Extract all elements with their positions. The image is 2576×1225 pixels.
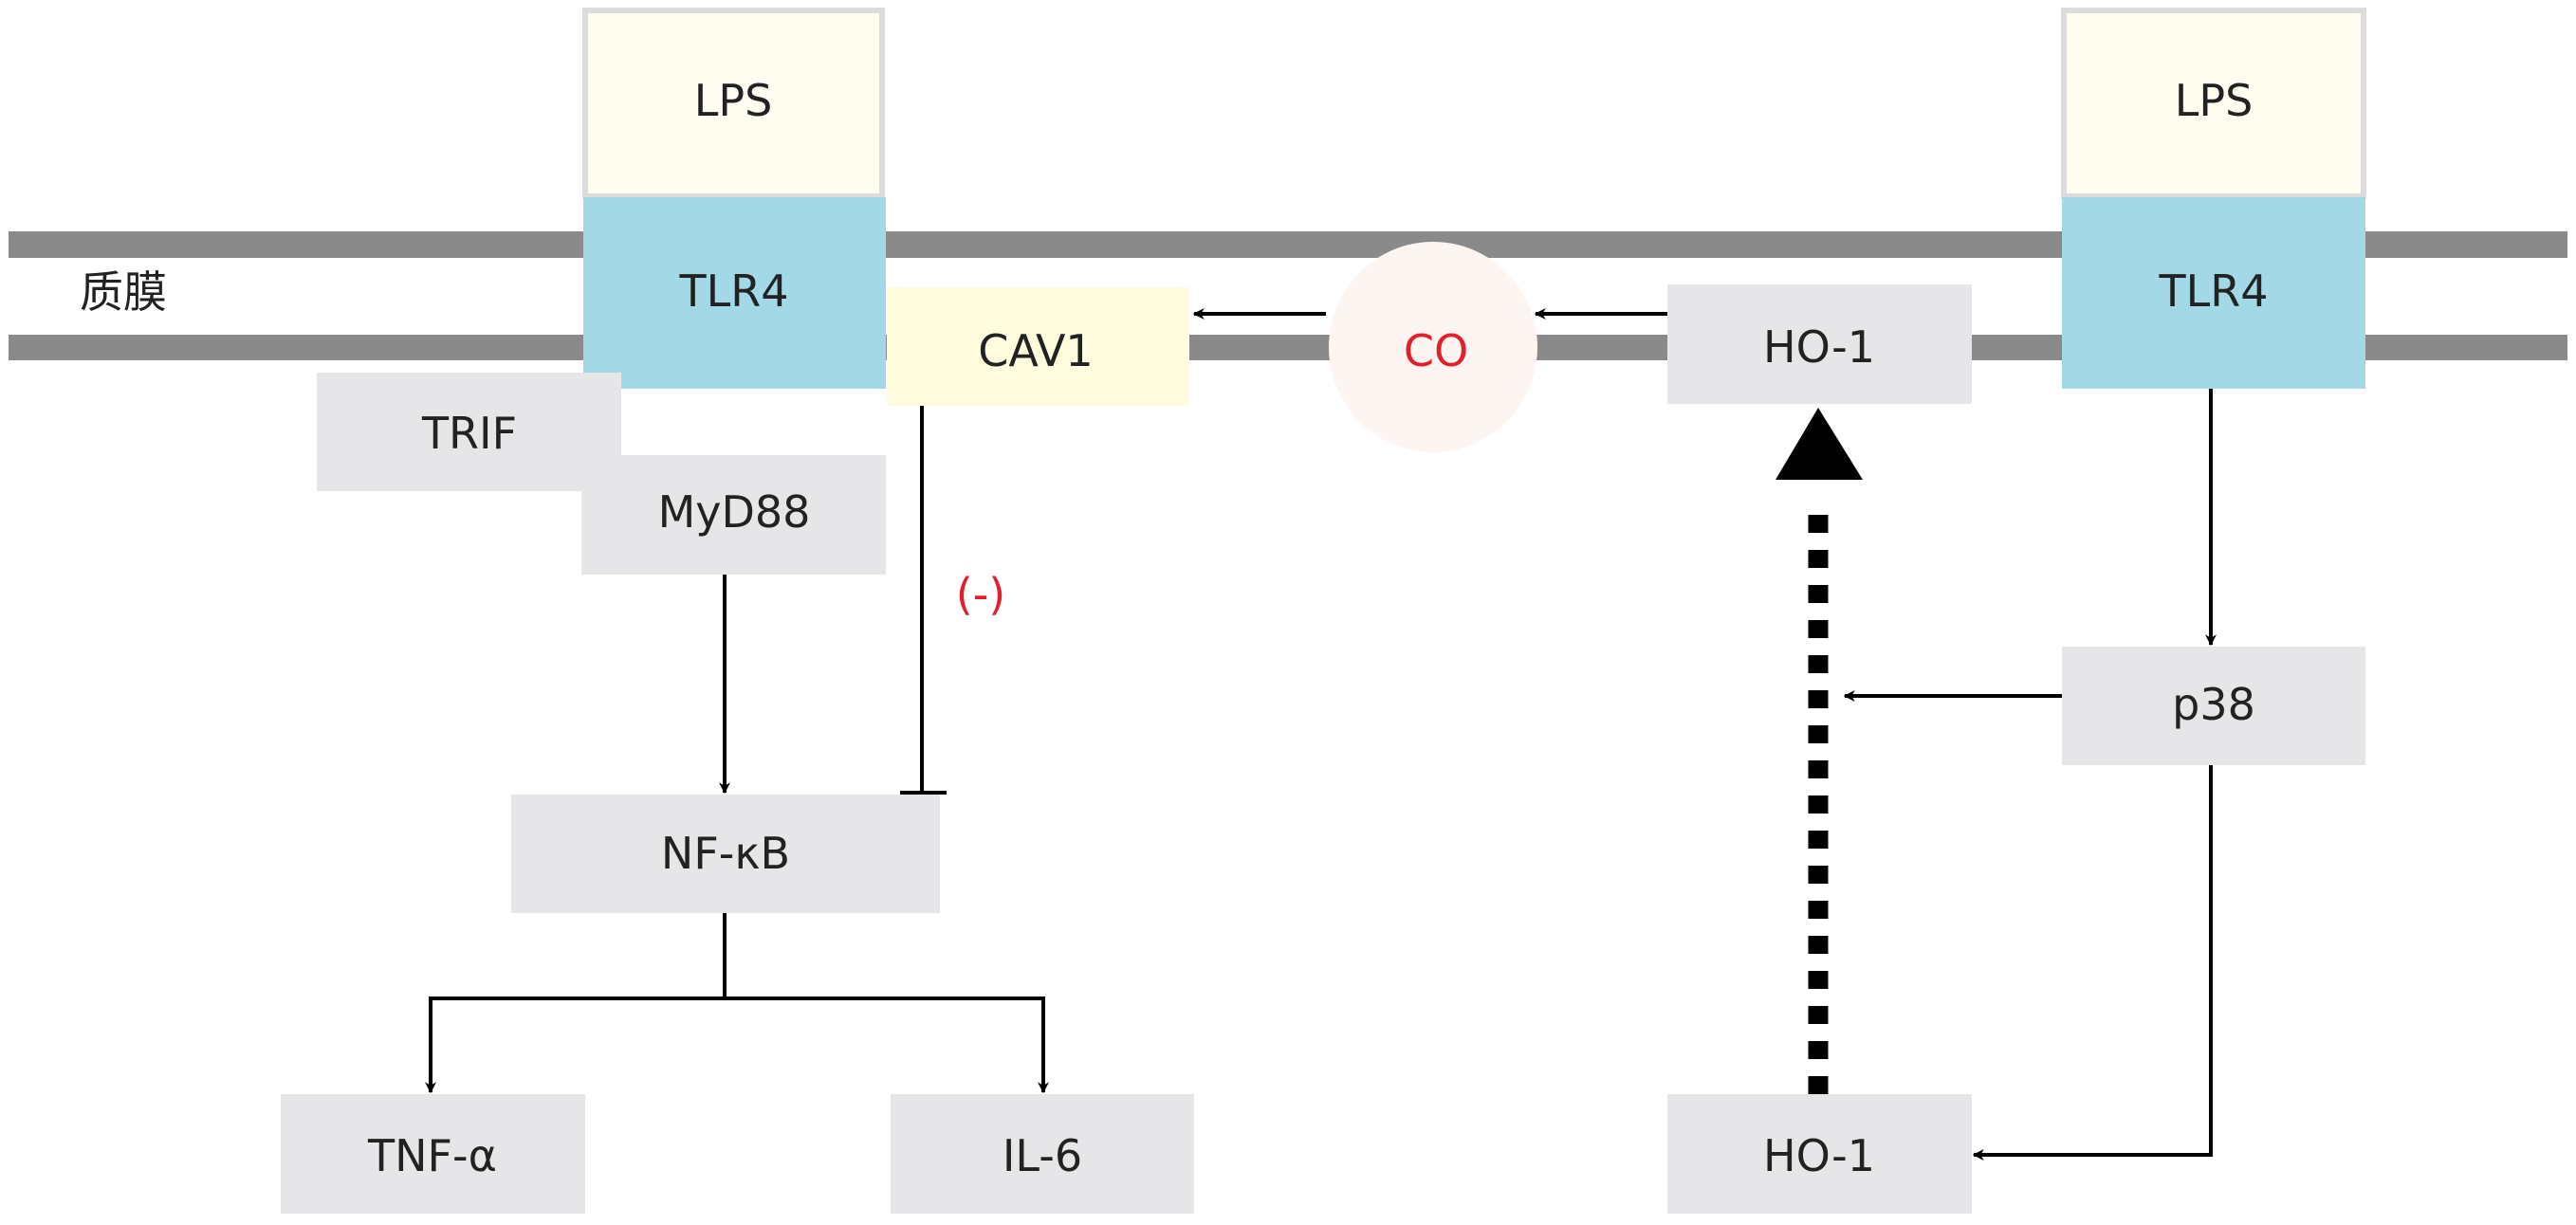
lps-left-label: LPS — [694, 75, 773, 126]
ho1-bottom-box — [1667, 1094, 1972, 1214]
ho1-top-box — [1667, 284, 1972, 404]
inhibition-label: (-) — [956, 569, 1006, 620]
myd88-label: MyD88 — [658, 486, 811, 538]
trif-label: TRIF — [421, 408, 517, 459]
arrow-nfkb-to-il6 — [725, 996, 1049, 1094]
cav1-box — [887, 287, 1189, 406]
tlr4-right-box — [2062, 197, 2365, 389]
dashed-arrow-head — [1776, 408, 1863, 480]
p38-box — [2062, 647, 2365, 765]
ho1-bottom-label: HO-1 — [1763, 1130, 1875, 1181]
ho1-top-label: HO-1 — [1763, 321, 1875, 373]
nfkb-box — [511, 795, 940, 913]
tlr4-right-label: TLR4 — [2159, 265, 2269, 317]
tnfa-box — [281, 1094, 585, 1214]
myd88-box — [581, 455, 886, 575]
cav1-label: CAV1 — [978, 325, 1093, 376]
il6-label: IL-6 — [1003, 1130, 1082, 1181]
membrane-label: 质膜 — [80, 266, 167, 318]
trif-box — [317, 373, 621, 491]
co-label: CO — [1404, 325, 1468, 376]
lps-right-label: LPS — [2175, 75, 2254, 126]
tnfa-label: TNF-α — [367, 1130, 497, 1181]
lps-left-box — [582, 8, 885, 199]
arrow-p38-to-ho1-bottom — [1972, 765, 2213, 1161]
arrow-nfkb-to-tnfa — [425, 913, 727, 1094]
il6-box — [891, 1094, 1194, 1214]
lps-right-box — [2061, 8, 2366, 199]
tlr4-left-label: TLR4 — [679, 265, 789, 317]
p38-label: p38 — [2172, 679, 2255, 730]
nfkb-label: NF-κB — [661, 828, 790, 879]
co-circle — [1329, 242, 1537, 452]
tlr4-left-box — [583, 197, 886, 389]
